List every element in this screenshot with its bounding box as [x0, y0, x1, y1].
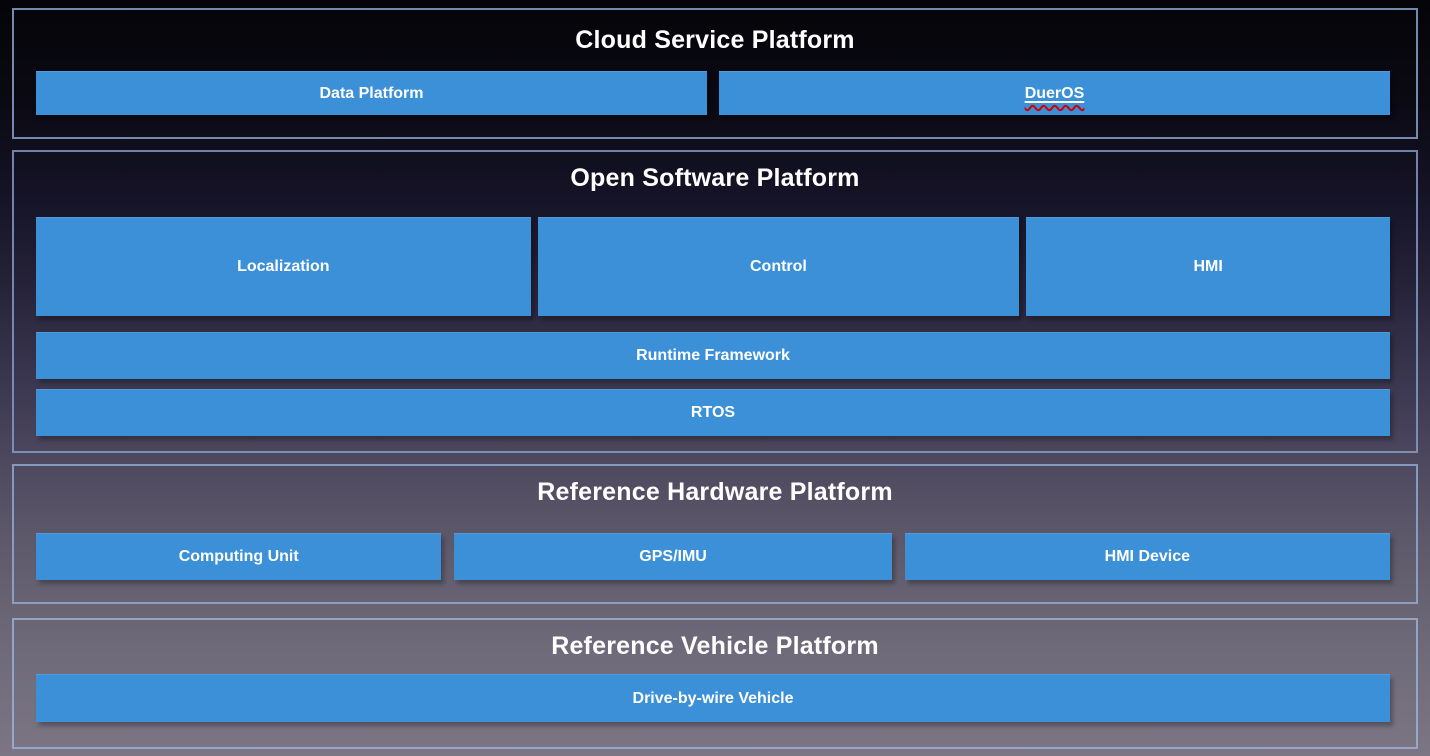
- section-open-software-platform: Open Software Platform Localization Cont…: [12, 150, 1418, 453]
- hardware-box-row: Computing Unit GPS/IMU HMI Device: [36, 533, 1390, 580]
- section-cloud-service-platform: Cloud Service Platform Data Platform Due…: [12, 8, 1418, 139]
- box-gps-imu: GPS/IMU: [454, 533, 892, 580]
- runtime-framework-row: Runtime Framework: [36, 332, 1390, 379]
- box-data-platform-label: Data Platform: [319, 84, 424, 102]
- spellcheck-underline: DuerOS: [1025, 85, 1085, 103]
- box-rtos: RTOS: [36, 389, 1390, 436]
- cloud-section-title: Cloud Service Platform: [575, 26, 855, 54]
- box-control-label: Control: [750, 258, 807, 275]
- cloud-box-row: Data Platform DuerOS: [36, 71, 1390, 115]
- box-runtime-framework: Runtime Framework: [36, 332, 1390, 379]
- box-data-platform: Data Platform: [36, 71, 707, 115]
- box-gps-imu-label: GPS/IMU: [639, 548, 707, 565]
- box-computing-unit-label: Computing Unit: [178, 548, 299, 565]
- box-computing-unit: Computing Unit: [36, 533, 442, 580]
- box-localization-label: Localization: [237, 258, 330, 275]
- software-modules-row: Localization Control HMI: [36, 217, 1390, 316]
- box-drive-by-wire-vehicle-label: Drive-by-wire Vehicle: [632, 689, 794, 707]
- rtos-row: RTOS: [36, 389, 1390, 436]
- box-localization: Localization: [36, 217, 531, 316]
- section-reference-hardware-platform: Reference Hardware Platform Computing Un…: [12, 464, 1418, 604]
- box-control: Control: [537, 217, 1020, 316]
- box-dueros: DuerOS: [719, 71, 1390, 115]
- box-hmi: HMI: [1026, 217, 1390, 316]
- vehicle-box-row: Drive-by-wire Vehicle: [36, 674, 1390, 722]
- software-section-title: Open Software Platform: [570, 164, 860, 192]
- box-drive-by-wire-vehicle: Drive-by-wire Vehicle: [36, 674, 1390, 722]
- box-hmi-label: HMI: [1193, 258, 1223, 275]
- box-rtos-label: RTOS: [690, 404, 736, 421]
- dueros-link[interactable]: DuerOS: [1024, 84, 1085, 102]
- vehicle-section-title: Reference Vehicle Platform: [551, 632, 879, 660]
- box-hmi-device-label: HMI Device: [1104, 548, 1191, 565]
- box-runtime-framework-label: Runtime Framework: [636, 347, 790, 364]
- box-hmi-device: HMI Device: [904, 533, 1390, 580]
- hardware-section-title: Reference Hardware Platform: [537, 478, 893, 506]
- section-reference-vehicle-platform: Reference Vehicle Platform Drive-by-wire…: [12, 618, 1418, 749]
